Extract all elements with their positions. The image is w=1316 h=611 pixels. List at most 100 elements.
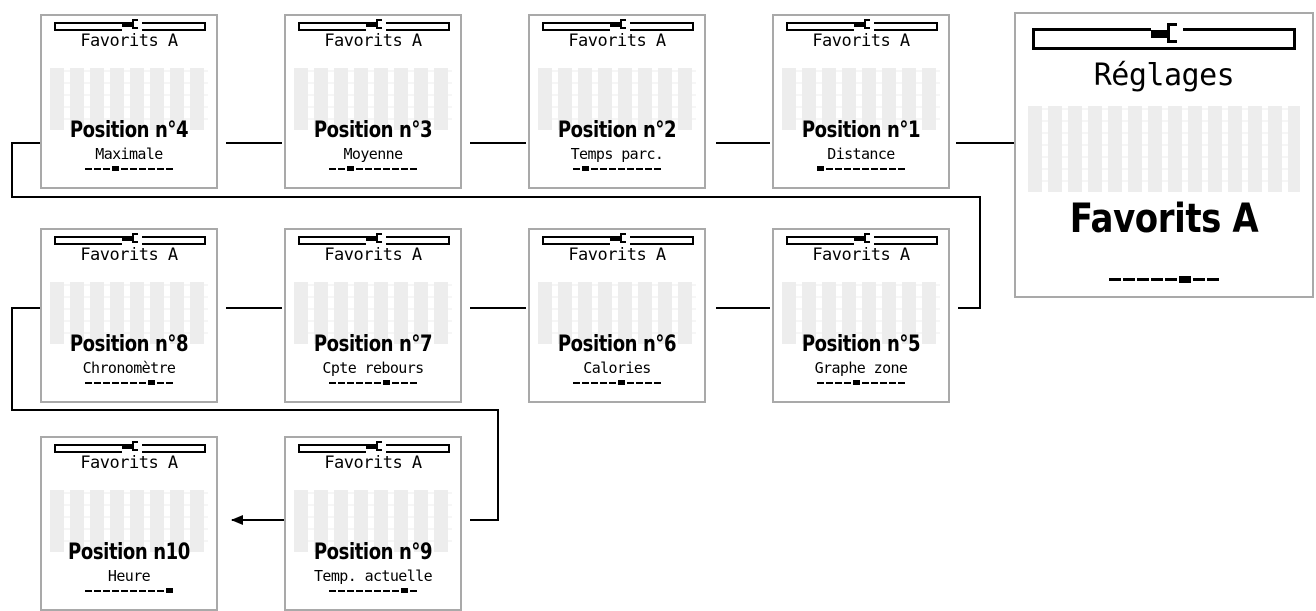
indicator-dash <box>844 168 851 170</box>
indicator-dash <box>600 382 607 384</box>
indicator-dash <box>374 590 381 592</box>
position-indicator <box>774 380 948 386</box>
indicator-dash <box>609 168 616 170</box>
indicator-dash <box>139 168 146 170</box>
indicator-active-dash <box>618 380 625 385</box>
wrench-icon <box>366 233 386 245</box>
menu-title: Favorits A <box>80 31 178 51</box>
position-number: Position n°9 <box>313 540 433 565</box>
indicator-dash <box>392 382 399 384</box>
position-number: Position n°5 <box>801 332 921 357</box>
ghost-digits <box>782 282 940 344</box>
ghost-digits <box>50 282 208 344</box>
menu-title: Favorits A <box>324 245 422 265</box>
indicator-dash <box>356 168 363 170</box>
wrench-icon <box>854 19 874 31</box>
indicator-dash <box>1137 278 1149 281</box>
indicator-active-dash <box>582 166 589 171</box>
indicator-active-dash <box>166 588 173 593</box>
indicator-dash <box>826 168 833 170</box>
position-indicator <box>42 380 216 386</box>
wrench-icon <box>610 233 630 245</box>
screen-position-2: Favorits A Position n°2 Temps parc. <box>528 14 706 189</box>
menu-title: Favorits A <box>80 453 178 473</box>
indicator-dash <box>853 168 860 170</box>
menu-title: Favorits A <box>812 245 910 265</box>
indicator-dash <box>374 168 381 170</box>
indicator-dash <box>329 382 336 384</box>
indicator-dash <box>329 168 336 170</box>
indicator-dash <box>582 382 589 384</box>
position-number: Position n°4 <box>69 118 189 143</box>
menu-bar <box>54 233 206 245</box>
indicator-dash <box>94 590 101 592</box>
menu-bar <box>542 233 694 245</box>
wrench-icon <box>366 441 386 453</box>
indicator-dash <box>157 590 164 592</box>
screen-position-10: Favorits A Position n10 Heure <box>40 436 218 611</box>
indicator-dash <box>347 590 354 592</box>
indicator-dash <box>410 590 417 592</box>
indicator-active-dash <box>383 380 390 385</box>
ghost-digits <box>782 68 940 130</box>
indicator-dash <box>1193 278 1205 281</box>
ghost-digits <box>538 68 696 130</box>
indicator-dash <box>121 168 128 170</box>
indicator-dash <box>600 168 607 170</box>
indicator-dash <box>103 590 110 592</box>
indicator-dash <box>1109 278 1121 281</box>
indicator-dash <box>826 382 833 384</box>
menu-title: Favorits A <box>324 31 422 51</box>
position-indicator <box>1016 276 1312 283</box>
field-label: Temp. actuelle <box>313 567 433 585</box>
ghost-digits <box>294 282 452 344</box>
indicator-active-dash <box>112 166 119 171</box>
menu-title: Favorits A <box>812 31 910 51</box>
screen-position-8: Favorits A Position n°8 Chronomètre <box>40 228 218 403</box>
indicator-dash <box>871 168 878 170</box>
settings-heading: Favorits A <box>1069 196 1259 242</box>
indicator-dash <box>835 168 842 170</box>
indicator-dash <box>1123 278 1135 281</box>
indicator-dash <box>871 382 878 384</box>
indicator-active-dash <box>817 166 824 171</box>
connector-pos4-to-pos5 <box>11 142 981 309</box>
indicator-dash <box>1151 278 1163 281</box>
screen-position-6: Favorits A Position n°6 Calories <box>528 228 706 403</box>
indicator-dash <box>121 590 128 592</box>
screen-position-4: Favorits A Position n°4 Maximale <box>40 14 218 189</box>
indicator-dash <box>392 590 399 592</box>
indicator-dash <box>112 382 119 384</box>
indicator-dash <box>383 590 390 592</box>
ghost-digits <box>538 282 696 344</box>
settings-title: Réglages <box>1093 58 1235 93</box>
indicator-active-dash <box>1179 276 1191 283</box>
indicator-dash <box>130 168 137 170</box>
wrench-icon <box>122 233 142 245</box>
field-label: Cpte rebours <box>322 359 424 377</box>
position-number: Position n°3 <box>313 118 433 143</box>
indicator-dash <box>410 168 417 170</box>
indicator-dash <box>817 382 824 384</box>
field-label: Calories <box>583 359 651 377</box>
indicator-dash <box>103 382 110 384</box>
position-indicator <box>42 166 216 172</box>
indicator-dash <box>654 382 661 384</box>
indicator-dash <box>889 382 896 384</box>
indicator-dash <box>880 382 887 384</box>
indicator-dash <box>392 168 399 170</box>
position-number: Position n°8 <box>69 332 189 357</box>
indicator-dash <box>844 382 851 384</box>
indicator-dash <box>645 168 652 170</box>
indicator-dash <box>365 590 372 592</box>
ghost-digits <box>294 68 452 130</box>
indicator-dash <box>880 168 887 170</box>
position-number: Position n°7 <box>313 332 433 357</box>
indicator-dash <box>835 382 842 384</box>
indicator-dash <box>148 590 155 592</box>
screen-position-1: Favorits A Position n°1 Distance <box>772 14 950 189</box>
indicator-dash <box>383 168 390 170</box>
ghost-digits <box>50 68 208 130</box>
indicator-dash <box>94 382 101 384</box>
indicator-active-dash <box>347 166 354 171</box>
